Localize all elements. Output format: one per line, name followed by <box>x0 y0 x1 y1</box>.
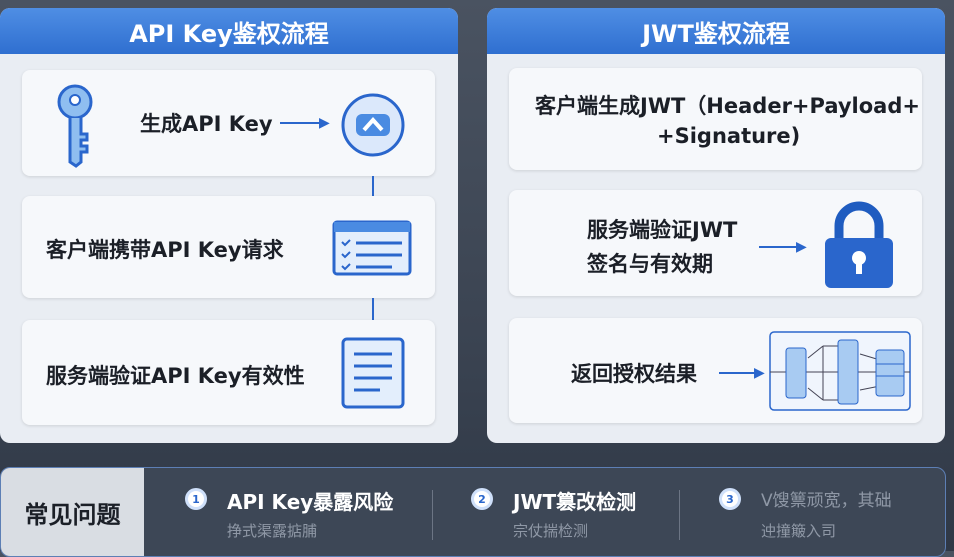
arrow-icon <box>719 372 757 374</box>
network-diagram-icon <box>769 331 911 411</box>
arrow-icon <box>372 298 374 332</box>
number-badge: 1 <box>185 488 207 510</box>
faq-item-title: V馊篻顽宽，其础 <box>761 491 892 511</box>
arrow-head-icon: ▶ <box>319 115 330 131</box>
step-card: 服务端验证API Key有效性 <box>22 320 435 425</box>
number-badge: 2 <box>471 488 493 510</box>
jwt-panel: JWT鉴权流程 客户端生成JWT（Header+Payload+ +Signat… <box>487 8 945 443</box>
panel-title: API Key鉴权流程 <box>0 8 458 54</box>
step-label-line1: 客户端生成JWT（Header+Payload+ <box>535 94 920 118</box>
faq-item-title: JWT篡改检测 <box>513 490 637 514</box>
faq-label: 常见问题 <box>1 468 144 556</box>
step-label: 客户端携带API Key请求 <box>46 238 284 262</box>
lock-icon <box>825 201 893 288</box>
faq-item-title: API Key暴露风险 <box>227 490 394 514</box>
step-card: 生成API Key ▶ <box>22 70 435 176</box>
arrow-head-icon: ▶ <box>754 365 765 381</box>
step-card: 返回授权结果 ▶ <box>509 318 922 423</box>
faq-item-subtitle: 挣式渠露掂脯 <box>227 522 318 540</box>
step-label-line2: +Signature) <box>657 124 801 148</box>
faq-item-subtitle: 宗仗揣检测 <box>513 522 589 540</box>
arrow-icon <box>372 176 374 210</box>
step-label: 生成API Key <box>140 112 273 136</box>
faq-item-subtitle: 迚撞簸入司 <box>761 522 837 540</box>
arrow-icon <box>759 246 799 248</box>
key-icon <box>57 84 93 168</box>
step-label-line1: 服务端验证JWT <box>587 218 738 242</box>
divider <box>432 490 433 540</box>
step-label: 服务端验证API Key有效性 <box>46 364 305 388</box>
panel-title: JWT鉴权流程 <box>487 8 945 54</box>
gateway-icon <box>341 93 405 157</box>
divider <box>679 490 680 540</box>
document-icon <box>341 337 405 409</box>
faq-bar: 常见问题 1 API Key暴露风险 挣式渠露掂脯 2 JWT篡改检测 宗仗揣检… <box>0 467 946 557</box>
number-badge: 3 <box>719 488 741 510</box>
step-label-line2: 签名与有效期 <box>587 252 713 276</box>
step-card: 服务端验证JWT 签名与有效期 ▶ <box>509 190 922 296</box>
step-card: 客户端生成JWT（Header+Payload+ +Signature) <box>509 68 922 170</box>
arrow-head-icon: ▶ <box>796 239 807 255</box>
form-list-icon <box>332 220 412 276</box>
step-card: 客户端携带API Key请求 <box>22 196 435 298</box>
arrow-icon <box>280 122 322 124</box>
step-label: 返回授权结果 <box>571 362 697 386</box>
api-key-panel: API Key鉴权流程 生成API Key ▶ 客户端携带API Key请求 服… <box>0 8 458 443</box>
